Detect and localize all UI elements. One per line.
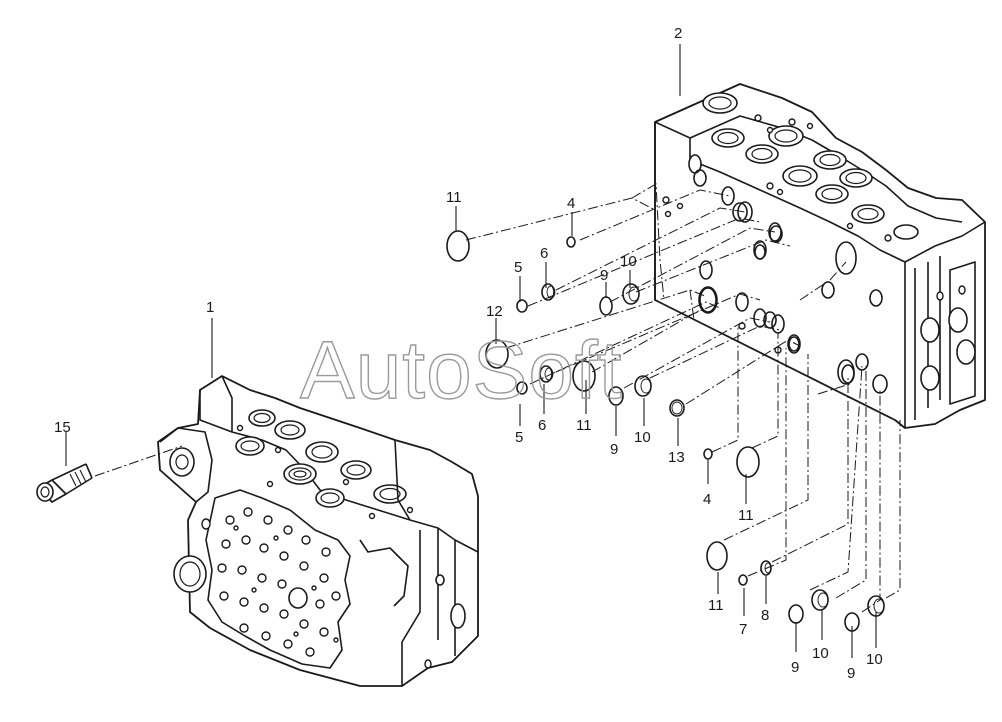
o-ring-7: [738, 574, 748, 586]
callout-2: 2: [674, 25, 682, 42]
callout-11: 11: [738, 507, 754, 524]
callout-7: 7: [739, 621, 747, 638]
o-ring-9: [844, 612, 860, 632]
o-ring-9: [599, 296, 613, 316]
backup-ring-10: [622, 283, 640, 305]
callout-9: 9: [791, 659, 799, 676]
callout-12: 12: [486, 303, 503, 320]
callout-13: 13: [668, 449, 685, 466]
o-ring-11: [446, 230, 470, 262]
o-ring-9: [788, 604, 804, 624]
callout-15: 15: [54, 419, 71, 436]
callout-1: 1: [206, 299, 214, 316]
backup-ring-10: [634, 375, 652, 397]
callout-11: 11: [708, 597, 724, 614]
callout-5: 5: [515, 429, 523, 446]
o-ring-4: [566, 236, 576, 248]
callout-6: 6: [540, 245, 548, 262]
callout-5: 5: [514, 259, 522, 276]
callout-10: 10: [620, 253, 637, 270]
seal-rings: [446, 169, 885, 632]
callout-6: 6: [538, 417, 546, 434]
callout-9: 9: [600, 267, 608, 284]
gasket-holes: [217, 507, 341, 657]
callout-11: 11: [446, 189, 462, 206]
port: [893, 224, 919, 240]
bolt-15: [36, 463, 93, 503]
valve-body-upper: [654, 83, 986, 429]
watermark: AutoSoft: [300, 325, 623, 416]
callout-10: 10: [812, 645, 829, 662]
callout-10: 10: [866, 651, 883, 668]
o-ring-12: [485, 339, 509, 369]
valve-body-lower: [157, 375, 479, 687]
o-ring-5: [516, 381, 528, 395]
o-ring-11: [736, 446, 760, 478]
callout-9: 9: [610, 441, 618, 458]
callout-4: 4: [703, 491, 711, 508]
backup-ring-6: [539, 365, 553, 383]
callout-11: 11: [576, 417, 592, 434]
o-ring-13: [669, 399, 685, 417]
callout-8: 8: [761, 607, 769, 624]
callout-9: 9: [847, 665, 855, 682]
backup-ring-10: [811, 589, 829, 611]
o-ring-11: [706, 541, 728, 571]
callout-10: 10: [634, 429, 651, 446]
o-ring-11: [572, 360, 596, 392]
o-ring-4: [703, 448, 713, 460]
o-ring-9: [608, 386, 624, 406]
callout-labels: 1 2 15 11 4 5 6 9 10 12 5 6 11 9 10 13 4…: [54, 25, 883, 682]
o-ring-5: [516, 299, 528, 313]
backup-ring-6: [541, 283, 555, 301]
callout-4: 4: [567, 195, 575, 212]
